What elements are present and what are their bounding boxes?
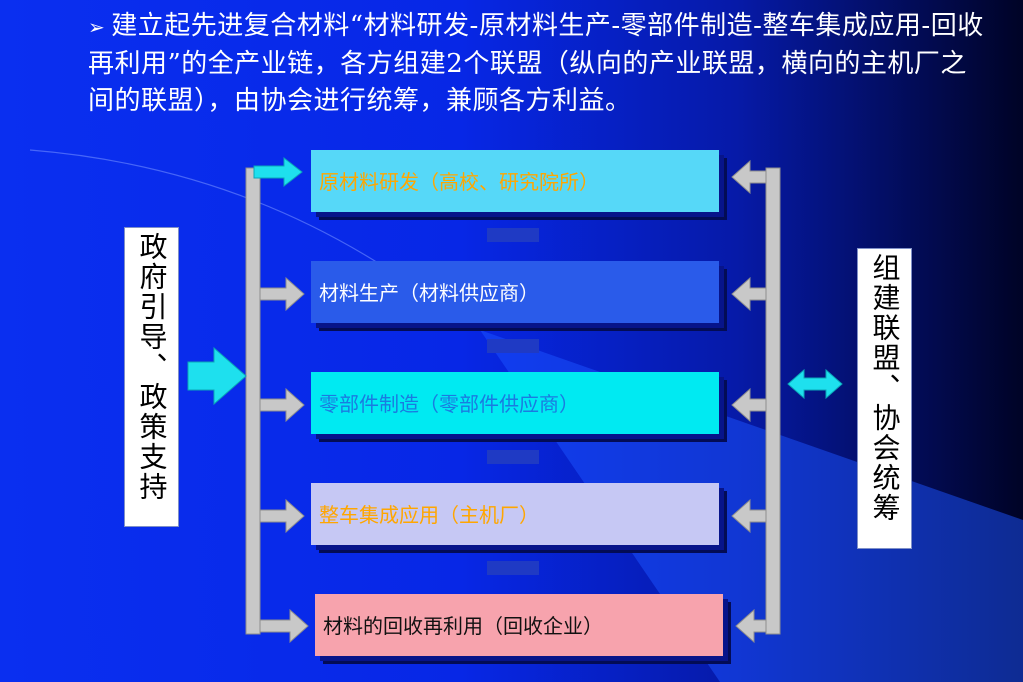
chain-connector [487,561,539,575]
arrow-bullet-icon: ➢ [88,15,106,39]
headline: ➢建立起先进复合材料“材料研发-原材料生产-零部件制造-整车集成应用-回收再利用… [88,8,988,120]
chain-connector [487,228,539,242]
chain-label-material-production: 材料生产（材料供应商） [319,281,539,305]
chain-box-research: 原材料研发（高校、研究院所） [311,150,719,212]
chain-box-recycling: 材料的回收再利用（回收企业） [315,594,723,656]
chain-box-component-manufacturing: 零部件制造（零部件供应商） [311,372,719,434]
left-label-box: 政府引导、政策支持 [124,227,179,527]
chain-label-recycling: 材料的回收再利用（回收企业） [323,614,603,638]
chain-label-research: 原材料研发（高校、研究院所） [319,170,599,194]
left-label: 政府引导、政策支持 [135,232,169,502]
right-label: 组建联盟、协会统筹 [868,253,902,523]
headline-text: 建立起先进复合材料“材料研发-原材料生产-零部件制造-整车集成应用-回收再利用”… [88,11,984,116]
chain-box-vehicle-integration: 整车集成应用（主机厂） [311,483,719,545]
chain-label-vehicle-integration: 整车集成应用（主机厂） [319,503,539,527]
right-label-box: 组建联盟、协会统筹 [857,248,912,549]
chain-label-component-manufacturing: 零部件制造（零部件供应商） [319,392,579,416]
chain-connector [487,339,539,353]
chain-box-material-production: 材料生产（材料供应商） [311,261,719,323]
chain-connector [487,450,539,464]
